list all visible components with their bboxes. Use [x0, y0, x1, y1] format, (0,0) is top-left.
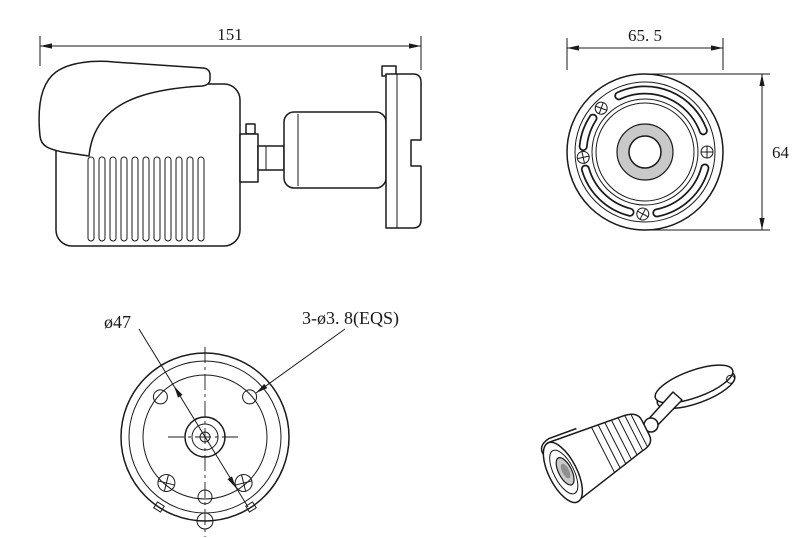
screw-icon: [636, 207, 650, 221]
joint-screw: [245, 123, 256, 135]
mount-hole: [197, 489, 213, 505]
screw-icon: [576, 150, 590, 164]
rim-tab: [245, 501, 257, 513]
dim-length-151: 151: [39, 25, 422, 70]
front-view: 65. 5 64: [566, 26, 790, 231]
screw-icon: [594, 101, 608, 115]
lens-glass: [628, 135, 662, 169]
mount-holes: [152, 389, 258, 505]
screw-icon: [157, 474, 176, 492]
front-outer-ring: [566, 73, 724, 231]
dim-height-64: 64: [650, 73, 790, 231]
hub-center-hole: [199, 431, 211, 443]
dim-text-mount-holes: 3-ø3. 8(EQS): [302, 308, 399, 329]
bezel-outer: [591, 98, 699, 206]
joint-rod: [257, 145, 285, 171]
mount-hole: [242, 389, 258, 405]
front-ring-2: [574, 81, 716, 223]
base-notch: [726, 374, 736, 384]
side-view: 151: [38, 25, 422, 247]
rim-tab: [153, 501, 165, 513]
base-screws: [157, 474, 253, 492]
leader-line: [255, 328, 346, 394]
dim-width-65-5: 65. 5: [566, 26, 724, 70]
faceplate-screws: [576, 101, 714, 221]
rear-step: [239, 133, 259, 183]
iso-rear-cap-line: [630, 413, 649, 448]
hub-mid: [191, 423, 219, 451]
iso-camera-body: [540, 413, 652, 504]
dim-text-bolt-circle: ø47: [104, 312, 131, 332]
bezel-inner: [595, 102, 695, 202]
bracket-arm: [283, 111, 387, 189]
cooling-fins: [87, 156, 205, 242]
iso-lens-pupil: [560, 463, 571, 479]
callout-mount-holes: 3-ø3. 8(EQS): [255, 308, 399, 394]
dim-text-height: 64: [772, 143, 790, 162]
isometric-view: [540, 364, 736, 504]
callout-bolt-circle: ø47: [104, 312, 249, 508]
cable-notch: [196, 512, 214, 530]
mounting-plate: [385, 73, 422, 229]
extension-lines: [650, 73, 770, 231]
base-ring-3: [142, 374, 268, 500]
iso-lens-ring: [549, 449, 579, 495]
hub-outer: [184, 416, 226, 458]
screw-icon: [234, 474, 253, 492]
mounting-slots: [578, 85, 710, 218]
extension-lines: [39, 36, 422, 70]
screw-icon: [700, 145, 714, 159]
leader-arrow: [256, 383, 268, 393]
sunshade-hood: [38, 60, 211, 157]
base-view: ø47 3-ø3. 8(EQS): [104, 308, 399, 537]
leader-arrows: [174, 386, 236, 488]
dim-text-length: 151: [217, 25, 243, 44]
base-outer-ring: [120, 352, 290, 522]
dim-text-width: 65. 5: [628, 26, 662, 45]
iso-ribs: [591, 415, 644, 474]
extension-lines: [566, 38, 724, 70]
mount-hole: [152, 389, 168, 405]
leader-line: [138, 328, 249, 508]
